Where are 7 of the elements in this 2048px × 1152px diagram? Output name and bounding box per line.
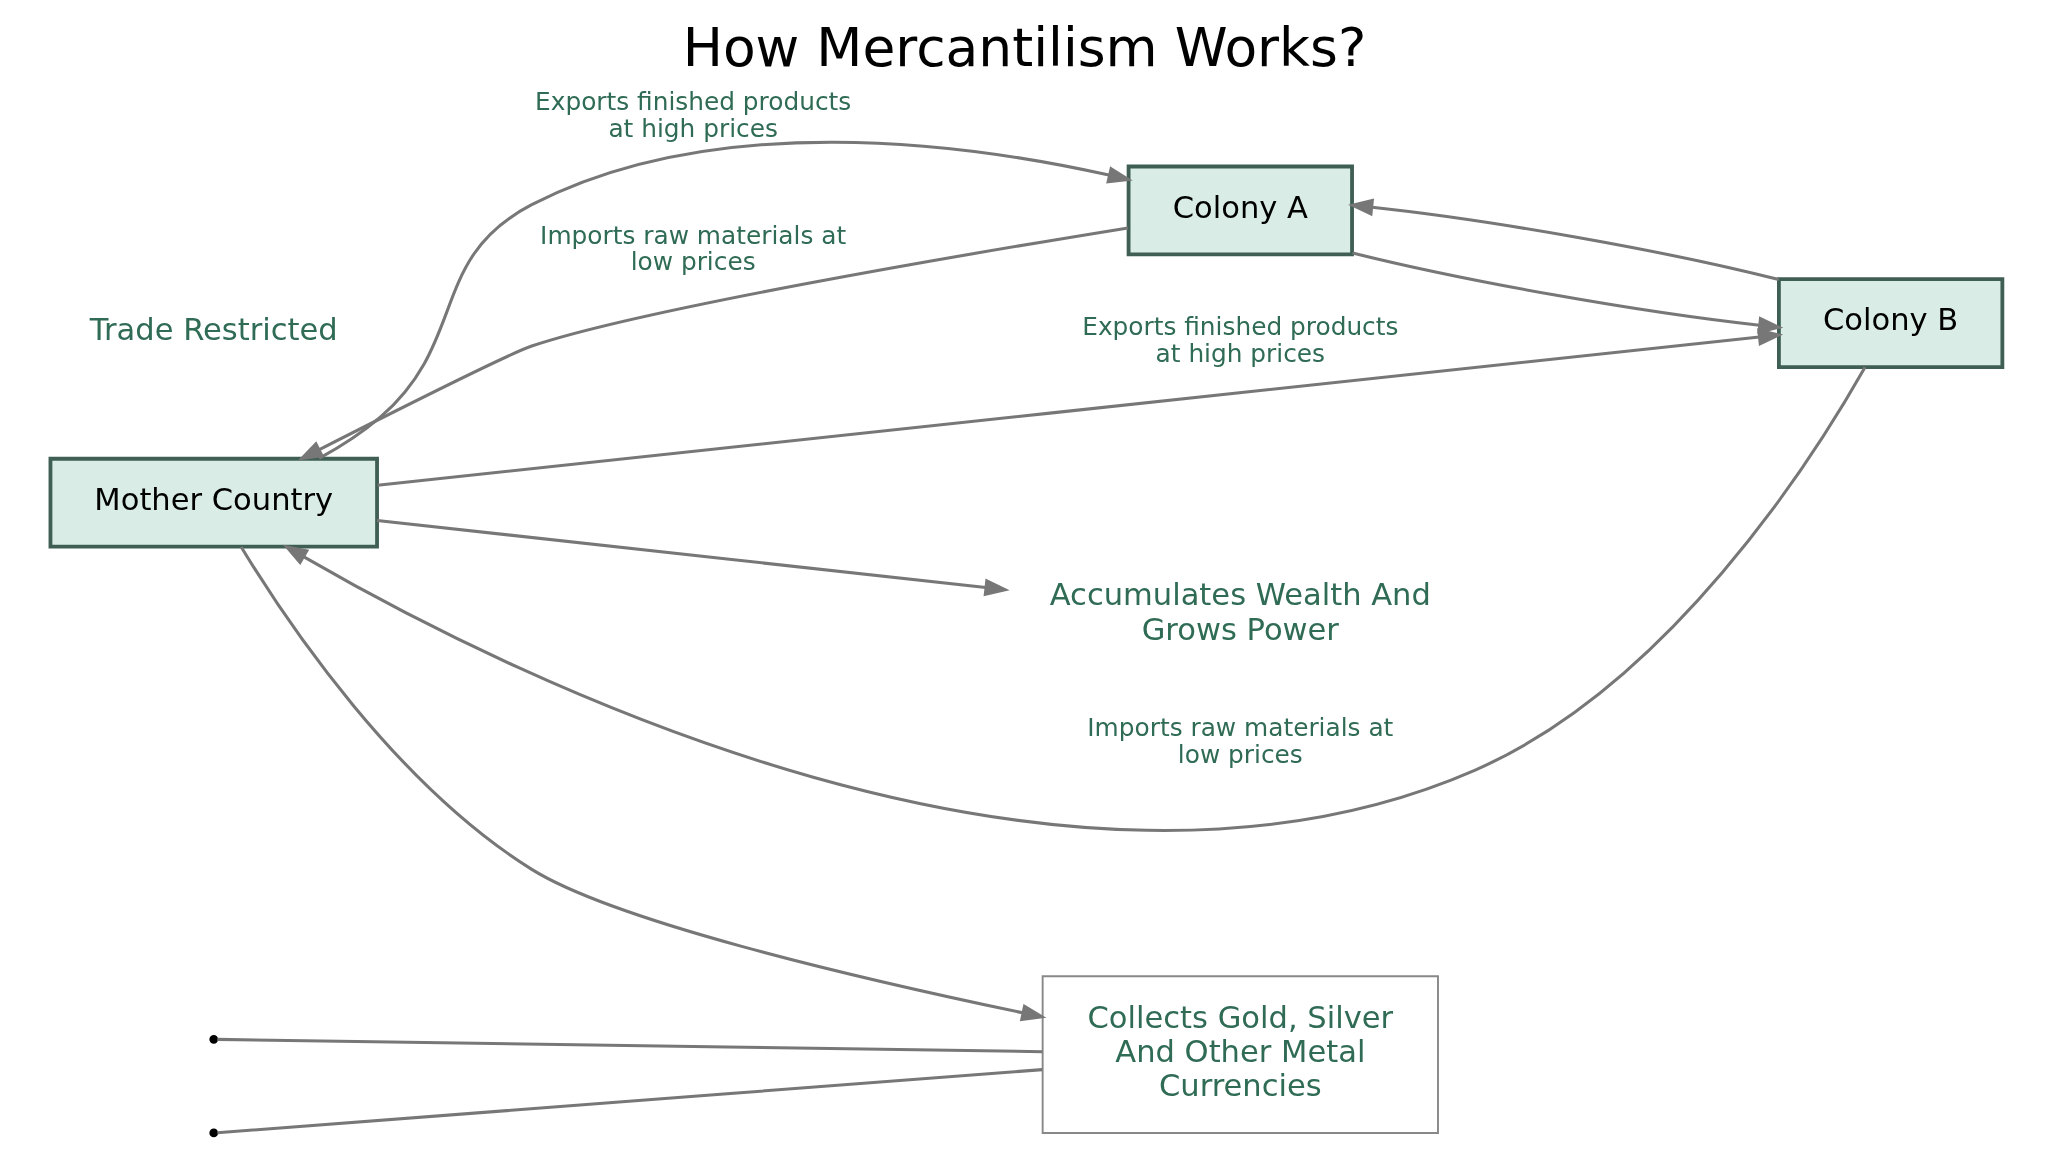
- diagram-title: How Mercantilism Works?: [682, 16, 1366, 80]
- edge-label: Imports raw materials at low prices: [1086, 713, 1393, 770]
- edge-label: Exports finished products at high prices: [534, 86, 851, 143]
- edge-label: Imports raw materials at low prices: [539, 220, 846, 277]
- label: Trade Restricted: [89, 311, 338, 347]
- node-text: Accumulates Wealth And Grows Power: [1049, 577, 1431, 647]
- edge-label: Exports finished products at high prices: [1081, 312, 1398, 369]
